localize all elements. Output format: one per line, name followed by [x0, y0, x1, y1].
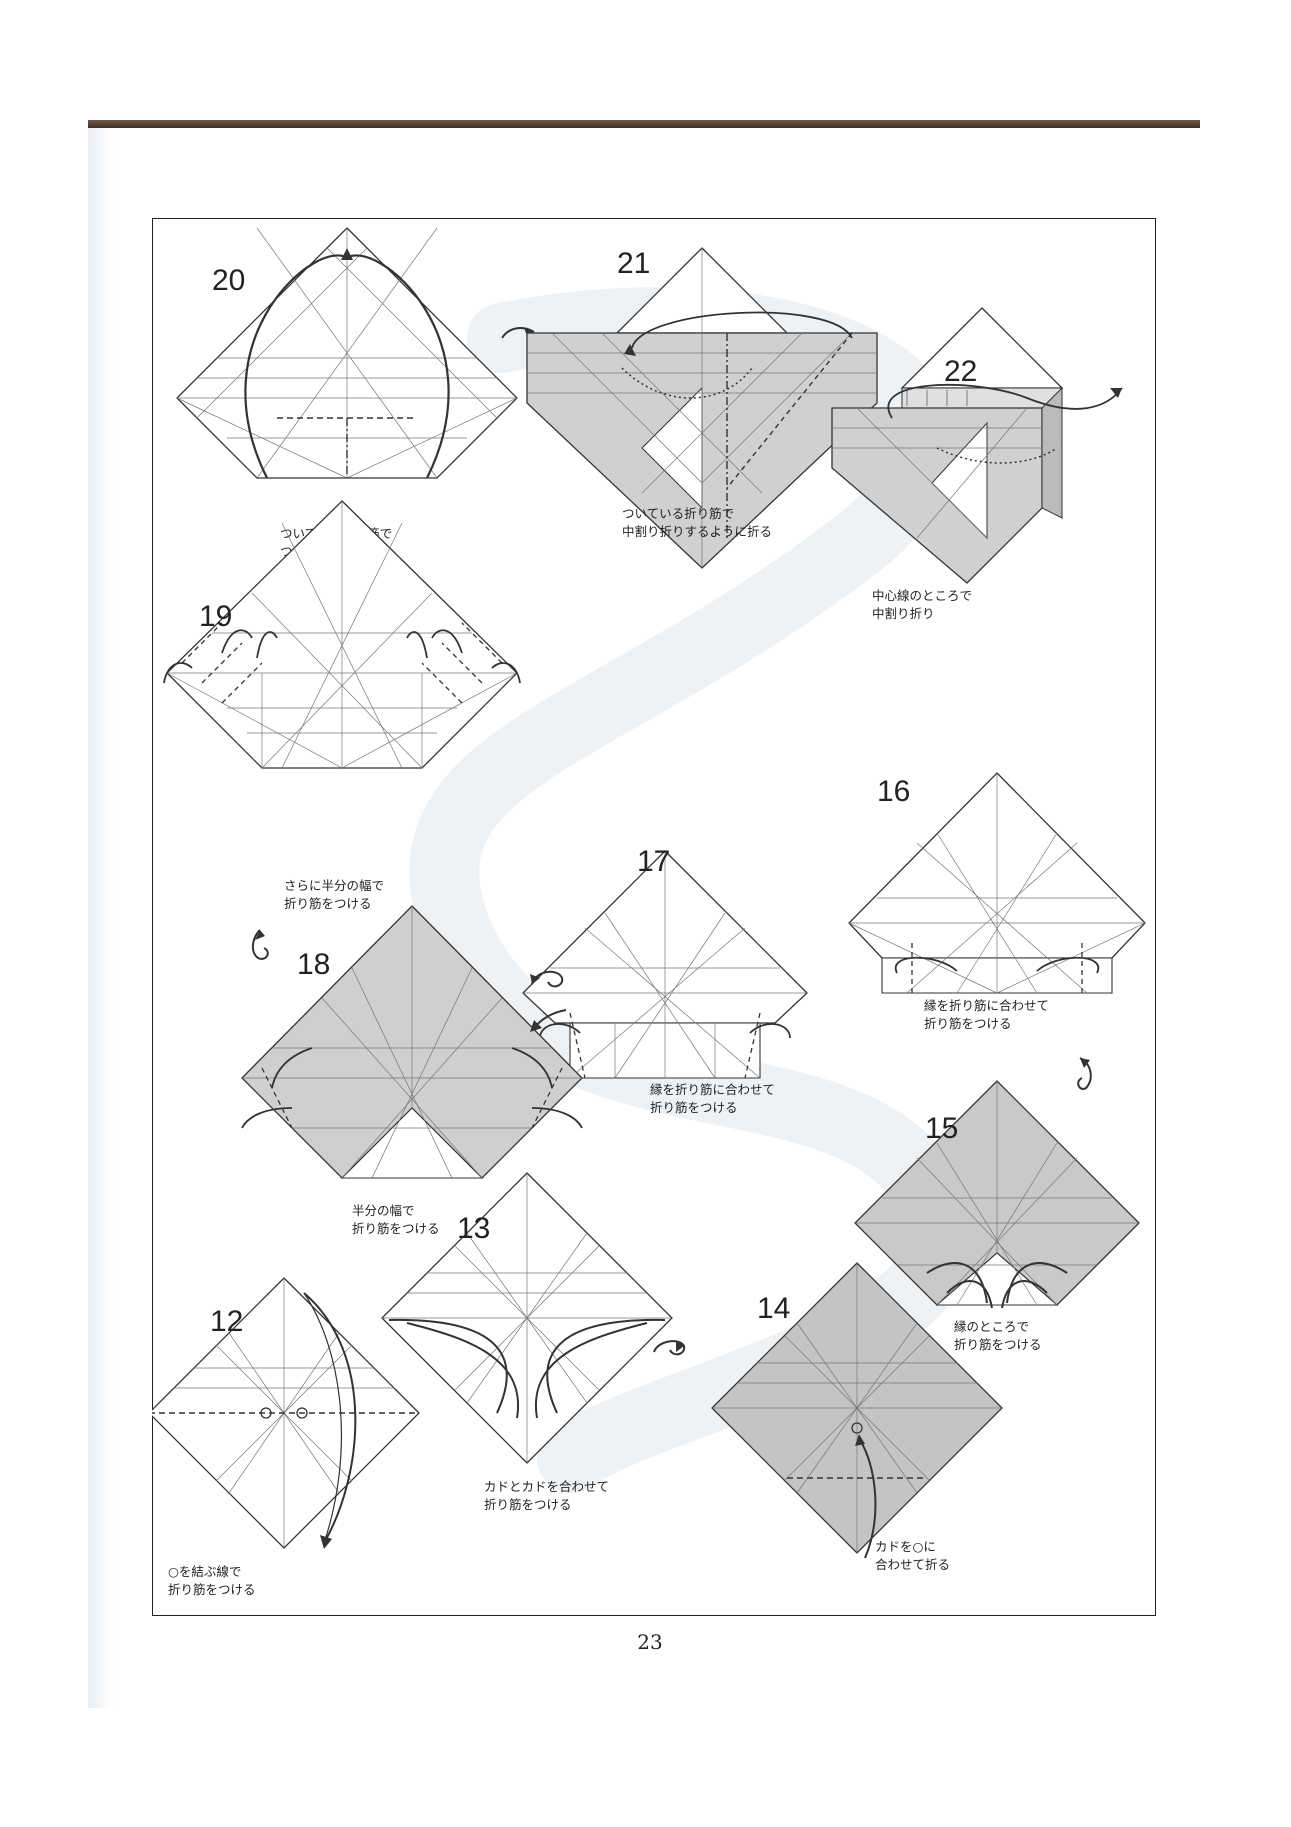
step-21-number: 21	[617, 247, 650, 280]
step-21-caption-line1: ついている折り筋で	[622, 506, 734, 521]
step-13-number: 13	[457, 1212, 490, 1245]
step-18-caption-line1: 半分の幅で	[352, 1203, 415, 1218]
turn-over-icon	[654, 1340, 684, 1354]
step-13-caption-line1: カドとカドを合わせて	[484, 1479, 609, 1494]
page-top-rule	[88, 120, 1200, 128]
step-19-caption-line2: 折り筋をつける	[284, 896, 372, 911]
step-14-number: 14	[757, 1292, 790, 1325]
step-16-caption-line1: 縁を折り筋に合わせて	[924, 998, 1049, 1013]
step-18-diagram	[242, 906, 582, 1178]
page-number: 23	[600, 1630, 700, 1654]
turn-over-icon	[1078, 1058, 1091, 1089]
step-14-diagram	[712, 1263, 1002, 1558]
step-19-caption-line1: さらに半分の幅で	[284, 878, 384, 893]
step-17-number: 17	[637, 845, 670, 878]
step-16-caption-line2: 折り筋をつける	[924, 1016, 1012, 1031]
step-21-caption-line2: 中割り折りするように折る	[622, 524, 772, 539]
step-22-caption-line2: 中割り折り	[872, 606, 935, 621]
step-15-caption-line2: 折り筋をつける	[954, 1337, 1042, 1352]
step-18-number: 18	[297, 948, 330, 981]
folding-diagram: 20 ついている折り筋で つまむように折る	[152, 218, 1156, 1616]
step-18-caption-line2: 折り筋をつける	[352, 1221, 440, 1236]
turn-over-icon	[253, 930, 268, 959]
step-17-caption-line2: 折り筋をつける	[650, 1100, 738, 1115]
step-12-caption-line1: ○を結ぶ線で	[168, 1564, 241, 1579]
step-19-number: 19	[199, 600, 232, 633]
step-20-number: 20	[212, 264, 245, 297]
step-22-caption-line1: 中心線のところで	[872, 588, 972, 603]
step-14-caption-line1: カドを○に	[875, 1539, 936, 1554]
step-22-number: 22	[944, 355, 977, 388]
step-16-number: 16	[877, 775, 910, 808]
step-15-caption-line1: 縁のところで	[954, 1319, 1029, 1334]
step-12-caption-line2: 折り筋をつける	[168, 1582, 256, 1597]
step-17-caption-line1: 縁を折り筋に合わせて	[650, 1082, 775, 1097]
step-13-caption-line2: 折り筋をつける	[484, 1497, 572, 1512]
page-gutter-shadow	[88, 128, 114, 1708]
step-14-caption-line2: 合わせて折る	[875, 1557, 950, 1572]
step-19-diagram	[164, 501, 520, 768]
step-12-number: 12	[210, 1305, 243, 1338]
step-12-diagram	[152, 1278, 419, 1549]
step-15-number: 15	[925, 1112, 958, 1145]
